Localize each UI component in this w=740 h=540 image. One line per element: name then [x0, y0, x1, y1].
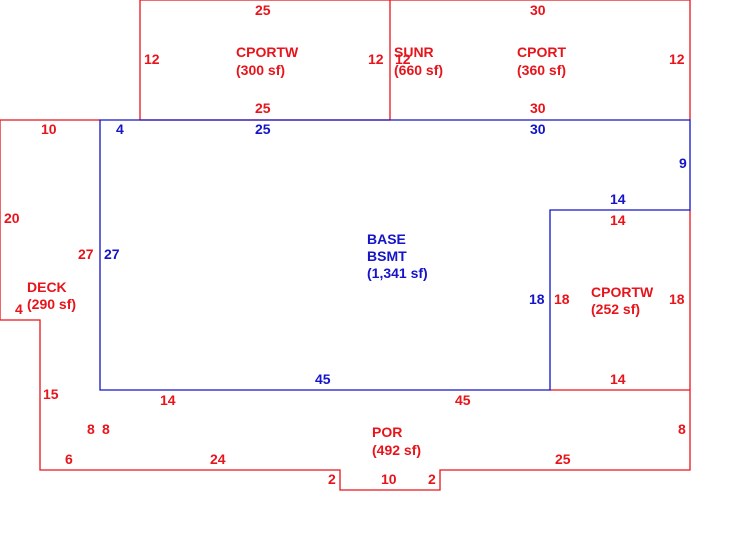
- exterior-dimensions: 25 30 12 12 12 12 25 30 10 20 27 4 15 6 …: [4, 2, 686, 487]
- dim-label: 8: [678, 421, 686, 437]
- dim-label: 30: [530, 121, 546, 137]
- dim-label: 4: [15, 301, 23, 317]
- por-sf: (492 sf): [372, 442, 421, 458]
- deck-sf: (290 sf): [27, 296, 76, 312]
- dim-label: 12: [669, 51, 685, 67]
- dim-label: 4: [116, 121, 124, 137]
- dim-label: 25: [555, 451, 571, 467]
- base-sub: BSMT: [367, 248, 407, 264]
- cportw-top-sf: (300 sf): [236, 62, 285, 78]
- porch-outline: [100, 390, 691, 491]
- dim-label: 6: [65, 451, 73, 467]
- dim-label: 10: [381, 471, 397, 487]
- deck-name: DECK: [27, 279, 67, 295]
- dim-label: 2: [428, 471, 436, 487]
- cportw-top-name: CPORTW: [236, 44, 299, 60]
- dim-label: 12: [368, 51, 384, 67]
- dim-label: 14: [610, 191, 626, 207]
- sunr-name: SUNR: [394, 44, 434, 60]
- dim-label: 18: [529, 291, 545, 307]
- dim-label: 2: [328, 471, 336, 487]
- deck-outline: [0, 119, 100, 471]
- dim-label: 27: [78, 246, 94, 262]
- base-dimensions: 4 25 30 9 14 27 18 45: [104, 121, 687, 387]
- base-outline: [99, 119, 691, 391]
- dim-label: 30: [530, 100, 546, 116]
- cport-name: CPORT: [517, 44, 566, 60]
- dim-label: 27: [104, 246, 120, 262]
- dim-label: 18: [554, 291, 570, 307]
- exterior-outlines: [0, 0, 691, 491]
- por-name: POR: [372, 424, 402, 440]
- dim-label: 30: [530, 2, 546, 18]
- dim-label: 24: [210, 451, 226, 467]
- dim-label: 25: [255, 121, 271, 137]
- dim-label: 8: [87, 421, 95, 437]
- dim-label: 9: [679, 155, 687, 171]
- dim-label: 25: [255, 2, 271, 18]
- dim-label: 20: [4, 210, 20, 226]
- area-labels: CPORTW (300 sf) SUNR (660 sf) CPORT (360…: [27, 44, 654, 458]
- dim-label: 12: [395, 51, 411, 67]
- dim-label: 14: [610, 371, 626, 387]
- dim-label: 12: [144, 51, 160, 67]
- dim-label: 10: [41, 121, 57, 137]
- dim-label: 8: [102, 421, 110, 437]
- base-name: BASE: [367, 231, 406, 247]
- dim-label: 14: [610, 212, 626, 228]
- top-carports-outline: [139, 0, 691, 120]
- dim-label: 25: [255, 100, 271, 116]
- dim-label: 15: [43, 386, 59, 402]
- dim-label: 14: [160, 392, 176, 408]
- cportw-right-sf: (252 sf): [591, 301, 640, 317]
- dim-label: 18: [669, 291, 685, 307]
- dim-label: 45: [455, 392, 471, 408]
- dim-label: 45: [315, 371, 331, 387]
- sunr-sf: (660 sf): [394, 62, 443, 78]
- cportw-right-name: CPORTW: [591, 284, 654, 300]
- base-sf: (1,341 sf): [367, 265, 428, 281]
- cport-sf: (360 sf): [517, 62, 566, 78]
